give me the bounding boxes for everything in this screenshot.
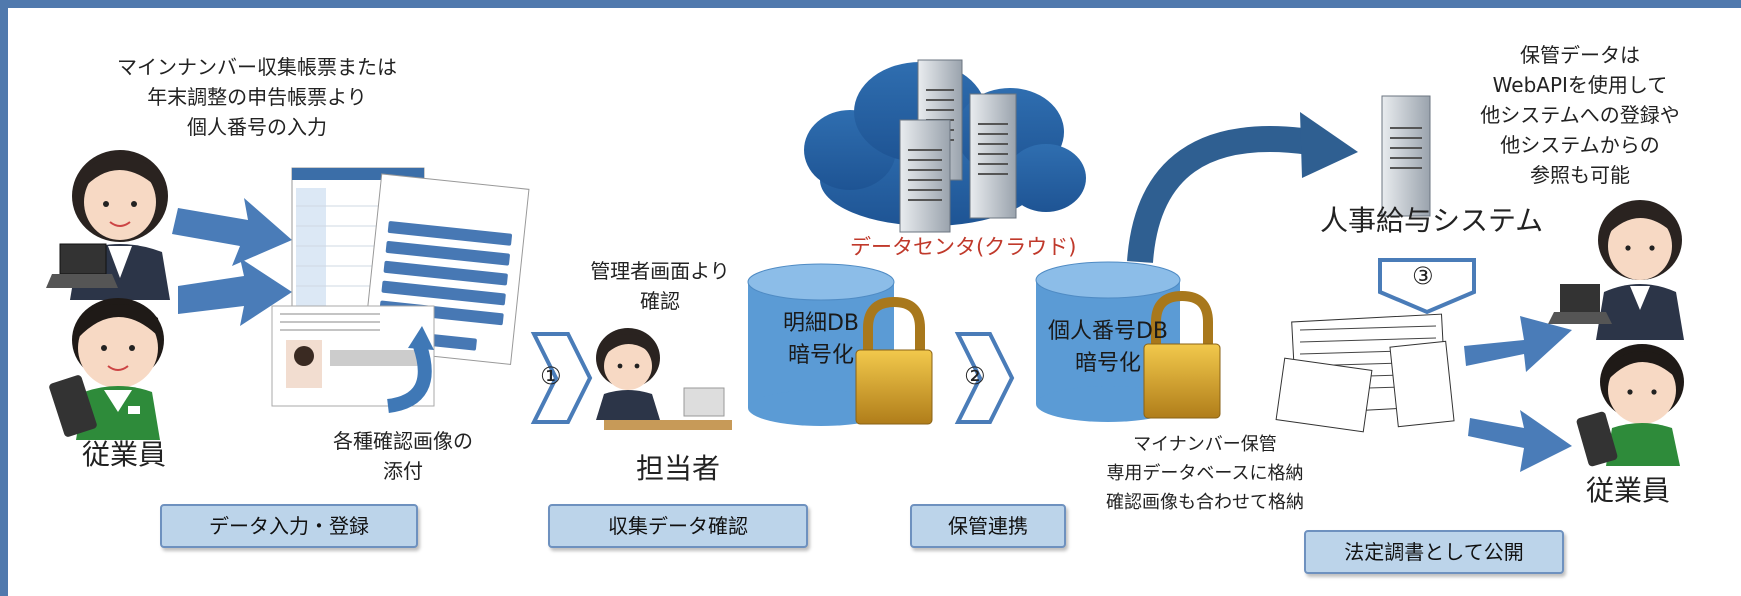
- db2-label: 個人番号DB 暗号化: [1047, 319, 1169, 376]
- employee-pc-icon: [46, 150, 170, 300]
- curved-arrow-icon: [1127, 126, 1312, 264]
- step-chevron-icon: [1378, 258, 1476, 315]
- arrow-right-icon: [172, 198, 292, 266]
- datacenter-label: データセンタ(クラウド): [850, 235, 1077, 259]
- staff-label: 担当者: [636, 452, 721, 485]
- label-data-input: データ入力・登録: [160, 504, 418, 548]
- webapi-note: 保管データは WebAPIを使用して 他システムへの登録や 他システムからの 参…: [1480, 43, 1680, 187]
- employee-tablet-icon: [49, 298, 164, 440]
- hr-server-icon: [1381, 95, 1431, 217]
- arrow-right-icon: [1464, 316, 1572, 372]
- arrow-right-icon: [178, 258, 292, 326]
- employee-tablet-icon: [1576, 344, 1684, 467]
- staff-person-icon: [596, 328, 732, 430]
- lock-icon: [1143, 290, 1221, 419]
- attach-note: 各種確認画像の 添付: [333, 429, 473, 483]
- employee-right-label: 従業員: [1586, 474, 1671, 507]
- label-storage-link: 保管連携: [910, 504, 1066, 548]
- lock-icon: [855, 296, 933, 425]
- label-collect-confirm: 収集データ確認: [548, 504, 808, 548]
- step-chevron-icon: [954, 332, 1015, 424]
- step-3: ③: [1412, 262, 1434, 290]
- storage-note: マイナンバー保管 専用データベースに格納 確認画像も合わせて格納: [1106, 434, 1304, 513]
- legal-documents-icon: [1275, 313, 1455, 433]
- employee-pc-icon: [1548, 200, 1684, 340]
- input-note: マインナンバー収集帳票または 年末調整の申告帳票より 個人番号の入力: [117, 55, 397, 139]
- step-2: ②: [964, 362, 986, 390]
- admin-note: 管理者画面より 確認: [590, 259, 730, 313]
- server-icon: [899, 59, 1017, 233]
- db1-label: 明細DB 暗号化: [782, 311, 860, 368]
- label-publish: 法定調書として公開: [1304, 530, 1564, 574]
- employee-left-label: 従業員: [82, 438, 167, 471]
- form-document-icon: [271, 167, 530, 413]
- hr-system-label: 人事給与システム: [1320, 204, 1544, 237]
- step-chevron-icon: [530, 332, 593, 424]
- arrow-right-icon: [1468, 410, 1572, 472]
- step-1: ①: [540, 362, 562, 390]
